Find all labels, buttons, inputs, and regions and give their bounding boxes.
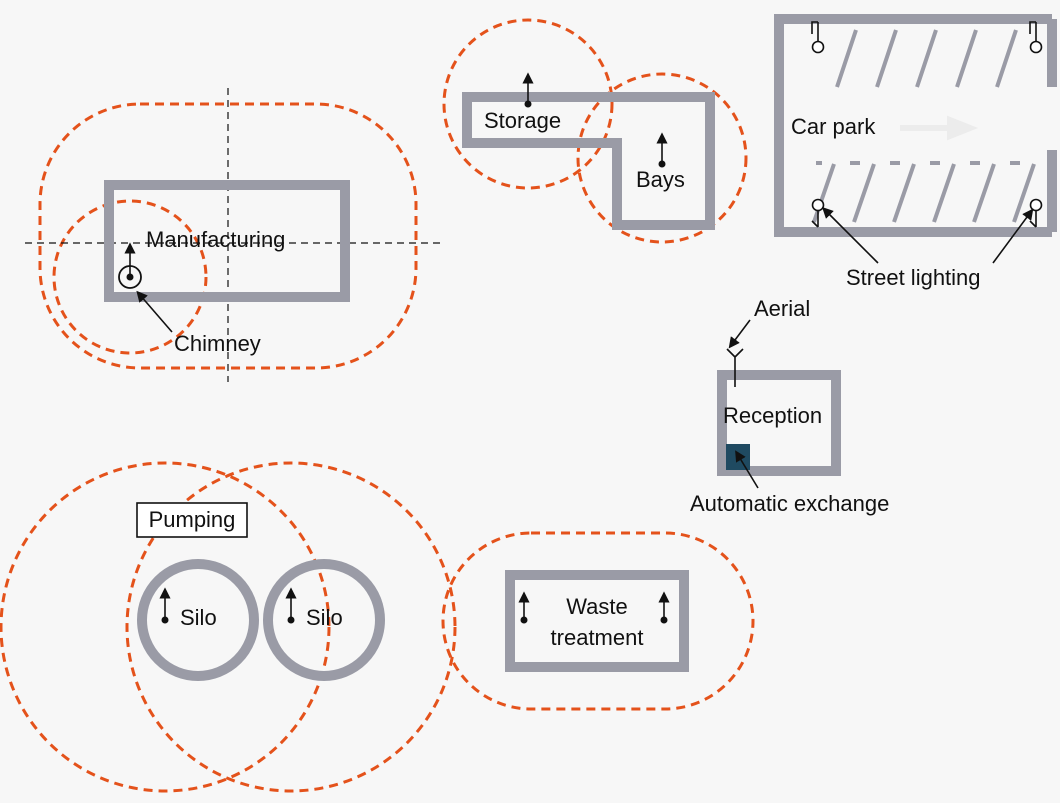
bays-arrow-icon xyxy=(656,132,668,168)
pumping-box xyxy=(136,502,248,538)
waste-arrow-icon xyxy=(658,591,670,624)
street-lamp-icon xyxy=(1029,198,1043,228)
storage-label: Storage xyxy=(484,108,561,133)
bays-label: Bays xyxy=(636,167,685,192)
silo-arrow-icon xyxy=(159,587,171,624)
street-lamp-icon xyxy=(811,21,825,54)
reception-label: Reception xyxy=(723,403,822,428)
chimney-pointer xyxy=(136,290,173,333)
storage-zone xyxy=(442,18,748,244)
pumping-label: Pumping xyxy=(149,507,236,532)
street-lamp-icon xyxy=(1029,21,1043,54)
car-park-direction-arrow-icon xyxy=(900,115,979,141)
parking-stalls-top xyxy=(835,29,1018,88)
manufacturing-zone xyxy=(38,102,418,370)
silo-label-1: Silo xyxy=(180,605,217,630)
aerial-label: Aerial xyxy=(754,296,810,321)
parking-stalls-bottom xyxy=(812,161,1036,223)
street-lighting-pointer-right xyxy=(992,208,1034,264)
automatic-exchange-label: Automatic exchange xyxy=(690,491,889,516)
waste-treatment-label-line1: Waste xyxy=(566,594,628,619)
waste-treatment-label-line2: treatment xyxy=(551,625,644,650)
silo-building-2 xyxy=(263,559,385,681)
manufacturing-building xyxy=(104,180,350,302)
chimney-label: Chimney xyxy=(174,331,261,356)
manufacturing-label: Manufacturing xyxy=(146,227,285,252)
aerial-pointer xyxy=(728,319,751,349)
silo-label-2: Silo xyxy=(306,605,343,630)
aerial-icon xyxy=(726,348,744,387)
chimney-icon xyxy=(118,242,142,289)
silo-arrow-icon xyxy=(285,587,297,624)
automatic-exchange-box xyxy=(726,444,750,470)
street-lamp-icon xyxy=(811,198,825,228)
waste-treatment-zone xyxy=(441,531,755,711)
storage-bays-building xyxy=(462,92,715,230)
automatic-exchange-pointer xyxy=(735,450,759,489)
waste-treatment-building xyxy=(505,570,689,672)
silo-zone xyxy=(0,461,457,793)
car-park-outline xyxy=(774,14,1052,237)
car-park-label: Car park xyxy=(791,114,876,139)
street-lighting-pointer-left xyxy=(822,207,879,264)
reception-building xyxy=(717,370,841,476)
storage-arrow-icon xyxy=(522,72,534,108)
silo-building-1 xyxy=(137,559,259,681)
waste-arrow-icon xyxy=(518,591,530,624)
street-lighting-label: Street lighting xyxy=(846,265,981,290)
